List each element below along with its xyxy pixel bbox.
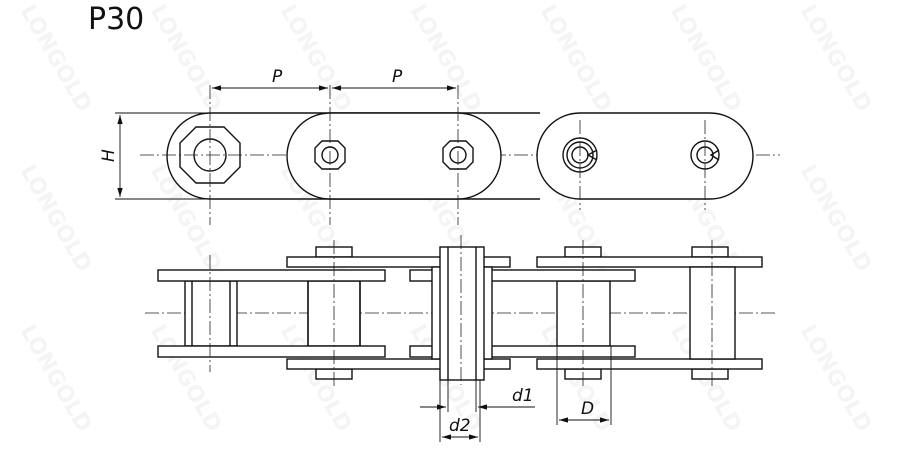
watermark-text: LONGOLD [535,1,616,117]
watermark-text: LONGOLD [795,321,876,437]
bushing-diameter-label: d2 [449,416,471,436]
watermark-text: LONGOLD [795,1,876,117]
watermark-text: LONGOLD [15,161,96,277]
pin-diameter-label: d1 [512,386,534,406]
watermark-text: LONGOLD [15,1,96,117]
watermark-text: LONGOLD [275,1,356,117]
height-label: H [99,149,119,162]
pitch-label: P [392,67,403,87]
watermark-text: LONGOLD [15,321,96,437]
roller-diameter-label: D [581,399,594,419]
top-view: P P H [99,67,780,225]
watermark-text: LONGOLD [665,1,746,117]
side-view: d1 d2 D [145,235,775,442]
watermark-text: LONGOLD [795,161,876,277]
watermark-text: LONGOLD [405,1,486,117]
watermark-text: LONGOLD [145,1,226,117]
watermark-text: LONGOLD [145,161,226,277]
pitch-label: P [272,67,283,87]
chain-model-title: P30 [88,2,145,37]
